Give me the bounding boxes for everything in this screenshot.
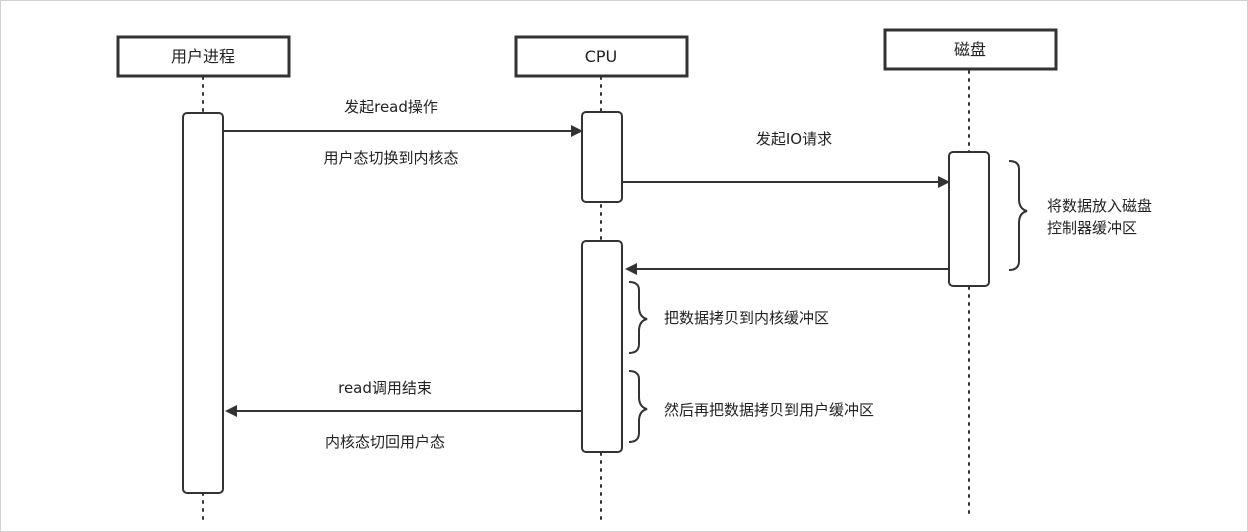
activation-disk: [948, 151, 990, 287]
actor-disk: 磁盘: [883, 28, 1058, 71]
brace-copy-to-user: [628, 370, 648, 443]
message-kernel-to-user-label: 内核态切回用户态: [325, 433, 445, 451]
message-initiate-io-label: 发起IO请求: [756, 130, 832, 148]
actor-disk-label: 磁盘: [954, 40, 986, 59]
activation-cpu-1: [581, 111, 623, 203]
actor-cpu-label: CPU: [585, 47, 618, 66]
note-copy-to-user: 然后再把数据拷贝到用户缓冲区: [664, 401, 874, 419]
note-copy-to-kernel: 把数据拷贝到内核缓冲区: [664, 309, 829, 327]
disk-note-line-2: 控制器缓冲区: [1047, 219, 1137, 237]
activation-cpu-2: [581, 240, 623, 453]
activation-user-process: [182, 112, 224, 494]
actor-user-process-label: 用户进程: [171, 47, 235, 66]
message-user-to-kernel-label: 用户态切换到内核态: [323, 149, 458, 167]
message-initiate-read-label: 发起read操作: [344, 98, 438, 116]
actor-user-process: 用户进程: [116, 35, 291, 78]
disk-note-line-1: 将数据放入磁盘: [1047, 197, 1152, 215]
actor-cpu: CPU: [514, 35, 689, 78]
message-read-end-label: read调用结束: [338, 379, 432, 397]
brace-disk-note: [1008, 160, 1028, 271]
brace-copy-to-kernel: [628, 281, 648, 354]
